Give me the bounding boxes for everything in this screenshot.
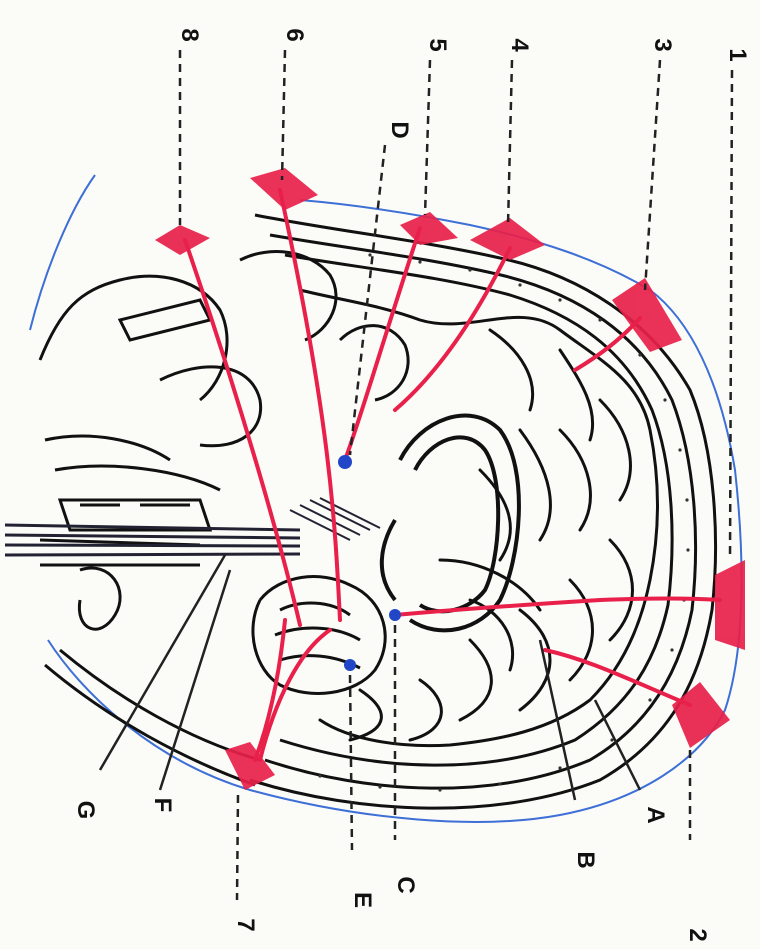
label-4: 4 [506, 38, 533, 52]
fan-6 [250, 168, 318, 210]
label-e: E [349, 892, 376, 908]
cerebellum [253, 577, 385, 694]
label-f: F [149, 798, 176, 813]
label-5: 5 [424, 38, 451, 51]
label-a: A [642, 806, 669, 823]
skull-stipple [318, 253, 689, 791]
label-g: G [72, 801, 99, 820]
fan-7 [225, 742, 275, 790]
label-3: 3 [649, 38, 676, 51]
marker-c [389, 609, 401, 621]
fan-1 [715, 560, 745, 650]
leader-lines-solid [100, 555, 640, 800]
fan-2 [672, 682, 730, 748]
label-b: B [572, 851, 599, 868]
marker-e [344, 659, 356, 671]
pathway-8 [185, 240, 300, 625]
fan-8 [155, 225, 210, 255]
label-d: D [386, 121, 413, 138]
label-6: 6 [281, 28, 308, 41]
brain-gyri [300, 290, 658, 746]
label-c: C [392, 876, 419, 893]
pathway-1 [395, 599, 720, 616]
corpus-callosum [382, 416, 519, 631]
label-1: 1 [724, 48, 751, 61]
marker-d [338, 455, 352, 469]
nuclei-markers [338, 455, 401, 671]
label-8: 8 [176, 28, 203, 41]
pathway-5 [345, 228, 420, 460]
label-2: 2 [684, 928, 711, 941]
label-7: 7 [232, 918, 259, 931]
